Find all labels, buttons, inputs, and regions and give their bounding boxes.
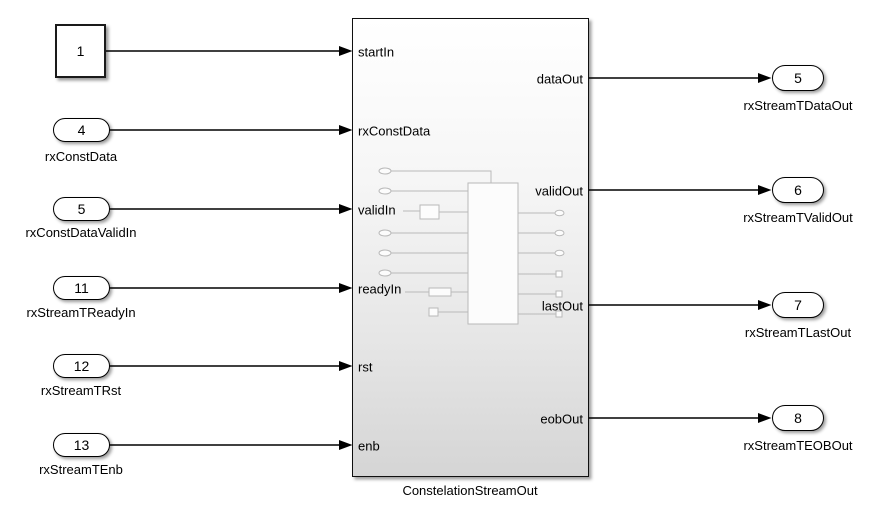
arrowhead-icon <box>758 185 772 195</box>
inport-number: 4 <box>77 122 86 138</box>
outport-block-7[interactable]: 7 <box>772 292 824 318</box>
wire-validout[interactable] <box>589 185 772 195</box>
wire-validin[interactable] <box>109 204 353 214</box>
inport-block-1[interactable]: 1 <box>55 24 106 78</box>
inport-number: 5 <box>77 201 86 217</box>
port-label-startin: startIn <box>358 44 395 60</box>
wire-readyin[interactable] <box>109 283 353 293</box>
subsystem-block[interactable]: startIn rxConstData validIn readyIn rst … <box>352 18 589 477</box>
inport-label-rxconstdatavalidin: rxConstDataValidIn <box>25 225 137 240</box>
wire-lastout[interactable] <box>589 300 772 310</box>
inport-label-rxstreamtenb: rxStreamTEnb <box>39 462 123 477</box>
wire-dataout[interactable] <box>589 73 772 83</box>
wire-eobout[interactable] <box>589 413 772 423</box>
inport-block-12[interactable]: 12 <box>53 354 110 378</box>
arrowhead-icon <box>339 283 353 293</box>
wire-rst[interactable] <box>109 361 353 371</box>
port-label-eobout: eobOut <box>540 411 583 427</box>
inport-label-rxstreamtrst: rxStreamTRst <box>40 383 122 398</box>
port-label-validin: validIn <box>358 202 396 218</box>
outport-block-6[interactable]: 6 <box>772 177 824 203</box>
outport-block-5[interactable]: 5 <box>772 65 824 91</box>
outport-label-rxstreamteobout: rxStreamTEOBOut <box>743 438 853 453</box>
port-label-validout: validOut <box>535 183 583 199</box>
subsystem-preview <box>378 167 565 325</box>
arrowhead-icon <box>758 413 772 423</box>
arrowhead-icon <box>758 300 772 310</box>
inport-block-13[interactable]: 13 <box>53 433 110 457</box>
outport-number: 6 <box>794 182 802 198</box>
arrowhead-icon <box>339 125 353 135</box>
port-label-readyin: readyIn <box>358 281 402 297</box>
inport-label-rxstreamtreadyin: rxStreamTReadyIn <box>26 305 136 320</box>
arrowhead-icon <box>339 204 353 214</box>
outport-label-rxstreamtdataout: rxStreamTDataOut <box>743 98 853 113</box>
inport-block-11[interactable]: 11 <box>53 276 110 300</box>
port-label-rst: rst <box>358 359 373 375</box>
wire-rxconstdata[interactable] <box>109 125 353 135</box>
inport-number: 13 <box>73 437 90 453</box>
outport-block-8[interactable]: 8 <box>772 405 824 431</box>
inport-label-rxconstdata: rxConstData <box>44 149 118 164</box>
outport-label-rxstreamtvalidout: rxStreamTValidOut <box>743 210 853 225</box>
outport-number: 8 <box>794 410 802 426</box>
wire-enb[interactable] <box>109 440 353 450</box>
arrowhead-icon <box>339 440 353 450</box>
subsystem-name: ConstelationStreamOut <box>402 483 538 498</box>
port-label-lastout: lastOut <box>541 298 583 314</box>
inport-number: 1 <box>76 43 85 59</box>
arrowhead-icon <box>339 361 353 371</box>
wire-startin[interactable] <box>106 46 353 56</box>
inport-block-5[interactable]: 5 <box>53 197 110 221</box>
inport-number: 12 <box>73 358 90 374</box>
port-label-enb: enb <box>358 438 380 454</box>
port-label-rxconstdata: rxConstData <box>358 123 431 139</box>
inport-block-4[interactable]: 4 <box>53 118 110 142</box>
outport-number: 7 <box>794 297 802 313</box>
arrowhead-icon <box>758 73 772 83</box>
inport-number: 11 <box>74 280 89 296</box>
port-label-dataout: dataOut <box>536 71 583 87</box>
arrowhead-icon <box>339 46 353 56</box>
outport-number: 5 <box>794 70 802 86</box>
outport-label-rxstreamtlastout: rxStreamTLastOut <box>744 325 852 340</box>
